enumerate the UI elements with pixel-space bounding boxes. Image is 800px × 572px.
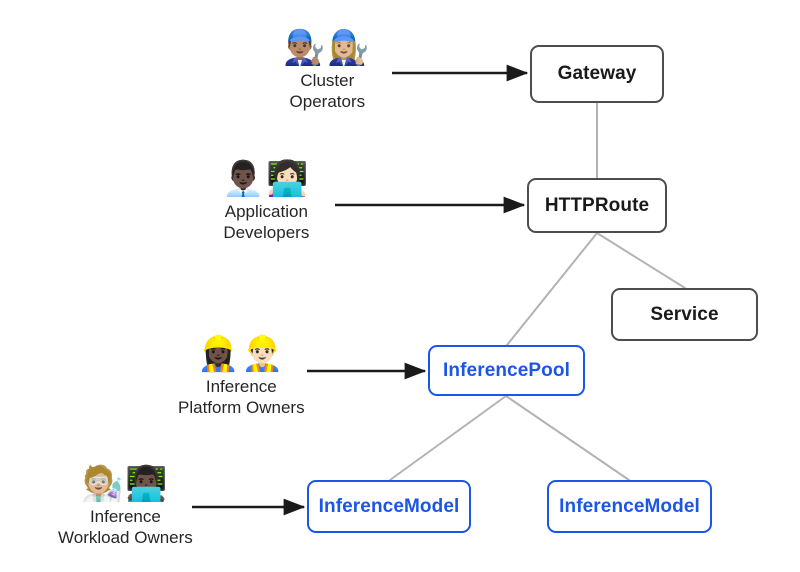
connectors-group [389,102,686,481]
actor-label: Cluster Operators [289,71,366,111]
actor-cluster-operators: 👨🏽‍🔧👩🏼‍🔧Cluster Operators [283,28,372,112]
connector-httproute-to-inferencepool [506,232,598,346]
arrows-group [192,64,529,516]
woman-construction-worker-and-man-construction-worker-icon: 👷🏿‍♀️👷🏻‍♂️ [196,334,286,374]
node-label: InferencePool [443,359,570,381]
node-inferencemodel-right[interactable]: InferenceModel [547,480,712,533]
actor-label: Inference Platform Owners [178,377,305,417]
node-label: Service [650,303,719,325]
actor-application-developers: 👨🏿‍💼👩🏻‍💻Application Developers [222,159,311,243]
scientist-and-man-technologist-icon: 🧑🏼‍🔬👨🏿‍💻 [81,464,170,504]
node-service[interactable]: Service [611,288,758,341]
node-label: Gateway [557,63,637,84]
actor-label: Application Developers [223,202,310,242]
connector-inferencepool-to-model-right [505,395,630,481]
connector-httproute-to-service [596,232,686,289]
node-label: InferenceModel [318,495,460,517]
man-office-worker-and-woman-technologist-icon: 👨🏿‍💼👩🏻‍💻 [222,159,311,199]
node-httproute[interactable]: HTTPRoute [527,178,667,233]
node-inferencepool[interactable]: InferencePool [428,345,585,396]
actor-inference-platform-owners: 👷🏿‍♀️👷🏻‍♂️Inference Platform Owners [178,334,305,418]
node-label: InferenceModel [559,495,700,517]
actor-inference-workload-owners: 🧑🏼‍🔬👨🏿‍💻Inference Workload Owners [58,464,193,548]
actor-label: Inference Workload Owners [58,507,193,547]
node-label: HTTPRoute [544,194,650,216]
node-gateway[interactable]: Gateway [530,45,664,103]
connector-inferencepool-to-model-left [389,395,507,481]
man-mechanic-and-woman-mechanic-icon: 👨🏽‍🔧👩🏼‍🔧 [283,28,372,68]
node-inferencemodel-left[interactable]: InferenceModel [307,480,471,533]
